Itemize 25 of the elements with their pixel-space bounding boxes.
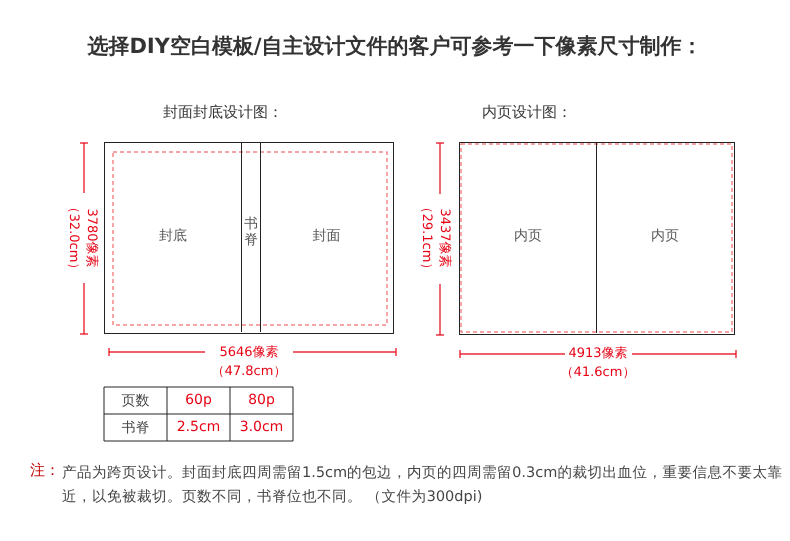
dimension-text: 4913像素	[567, 345, 629, 362]
dimension-text: （32.0cm）	[65, 200, 82, 278]
dimension-text: （29.1cm）	[418, 200, 435, 278]
note-marker: 注：	[30, 461, 60, 480]
dimension-text: （47.8cm）	[210, 363, 288, 380]
diagram-heading: 内页设计图：	[482, 103, 572, 122]
page-panel	[241, 143, 260, 332]
title: 选择DIY空白模板/自主设计文件的客户可参考一下像素尺寸制作：	[86, 33, 704, 60]
table-value: 80p	[247, 392, 276, 408]
table-value: 2.5cm	[176, 419, 222, 435]
panel-label: 书脊	[244, 217, 258, 248]
panel-label: 封面	[312, 226, 340, 244]
note-text: 产品为跨页设计。封面封底四周需留1.5cm的包边，内页的四周需留0.3cm的裁切出血位，重要信息不要太靠近，以免被裁切。页数不同，书脊位也不同。 （文件为300dpi)	[62, 464, 784, 507]
table-value: 60p	[184, 392, 213, 408]
panel-label: 内页	[514, 227, 542, 245]
dimension-text: 3780像素	[83, 207, 100, 270]
table-header: 页数	[120, 392, 150, 410]
panel-label: 封底	[159, 226, 187, 244]
table-header: 书脊	[120, 419, 150, 437]
dimension-text: （41.6cm）	[560, 364, 636, 381]
diagram-heading: 封面封底设计图：	[163, 103, 283, 122]
dimension-text: 3437像素	[436, 207, 453, 270]
table-value: 3.0cm	[238, 419, 284, 435]
panel-label: 内页	[651, 227, 679, 245]
dimension-text: 5646像素	[218, 344, 280, 361]
